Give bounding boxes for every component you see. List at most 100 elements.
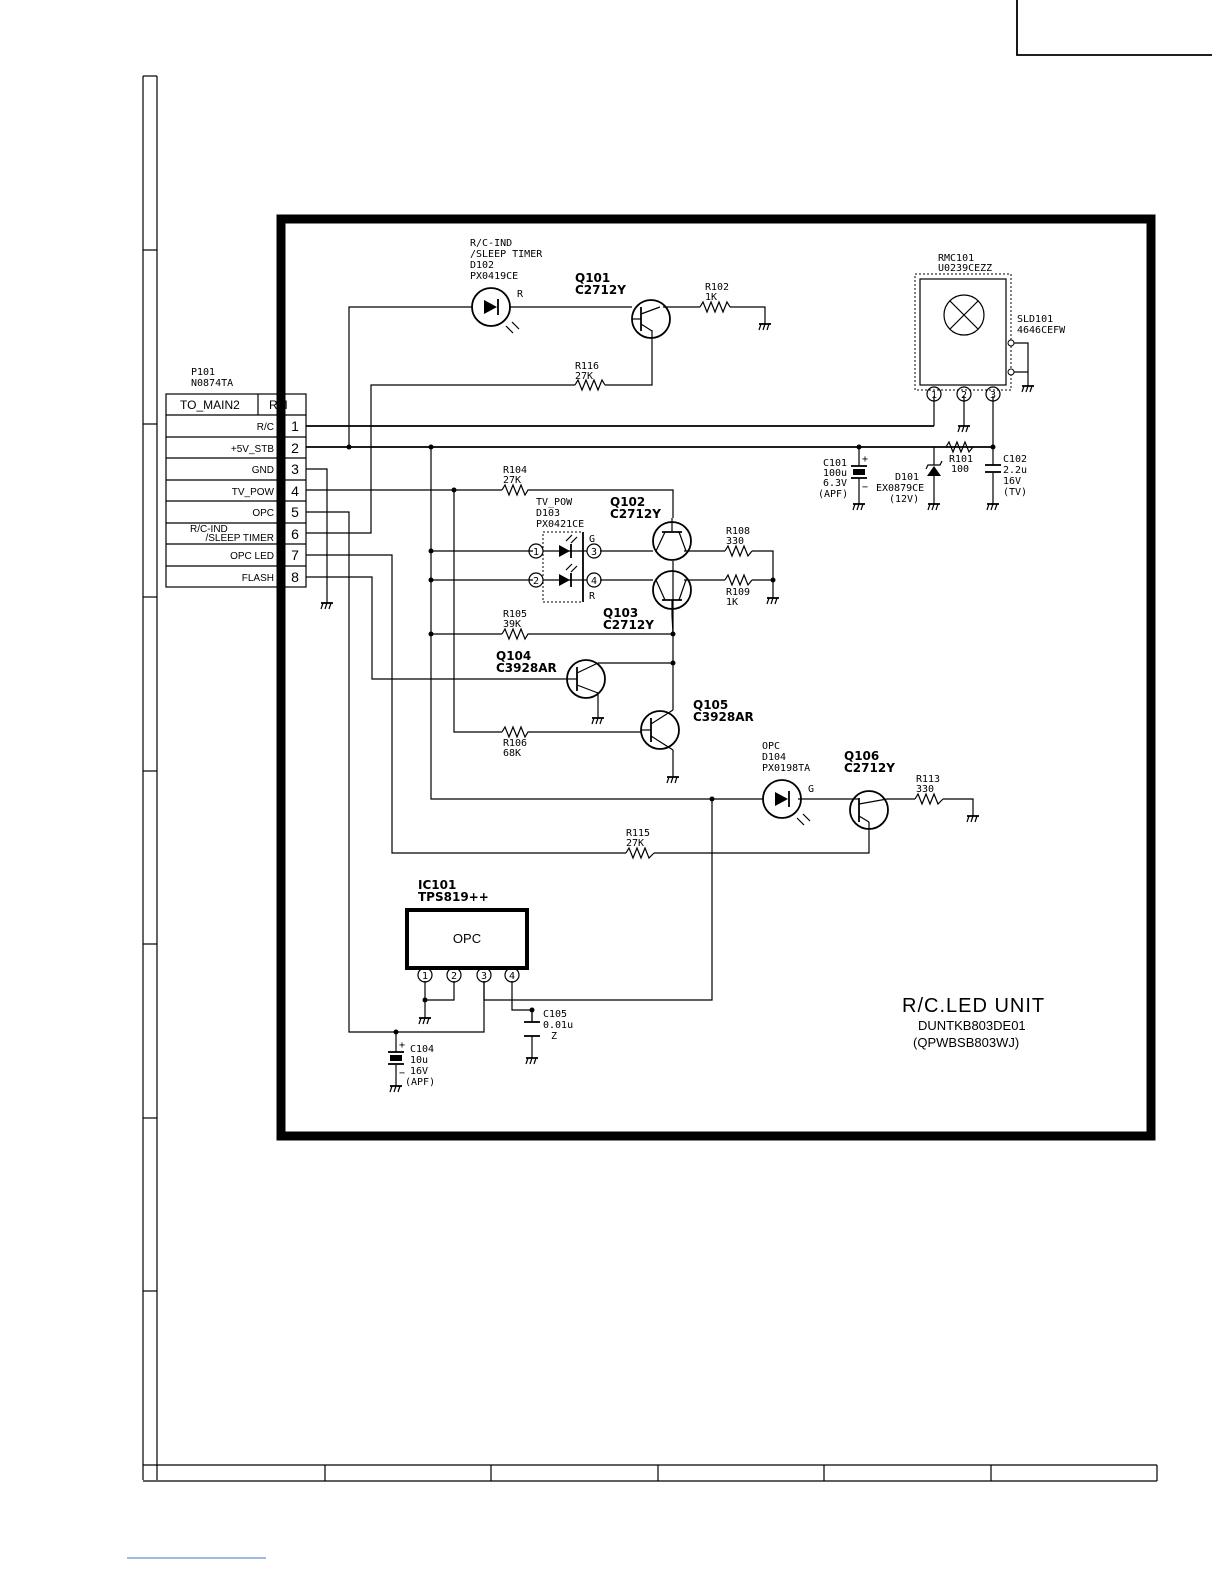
svg-text:Q103: Q103	[603, 606, 638, 620]
svg-text:R: R	[589, 591, 596, 602]
svg-text:Q105: Q105	[693, 698, 728, 712]
svg-text:7: 7	[291, 547, 299, 563]
connector-p101: P101 N0874TA TO_MAIN2 RM R/C 1 +5V_STB 2…	[165, 367, 307, 588]
ic-ic101: OPC 1 2 3 4 IC101 TPS819++	[405, 878, 529, 983]
transistor-q104: Q104 C3928AR	[496, 649, 606, 699]
transistor-q105: Q105 C3928AR	[640, 698, 754, 751]
svg-text:2: 2	[533, 576, 539, 587]
wires	[306, 306, 1029, 1080]
svg-text:R: R	[517, 289, 524, 300]
svg-text:PX0421CE: PX0421CE	[536, 519, 584, 530]
svg-text:R115: R115	[626, 828, 650, 839]
svg-text:IC101: IC101	[418, 878, 456, 892]
svg-text:330: 330	[726, 536, 744, 547]
svg-text:6: 6	[291, 526, 299, 542]
svg-text:39K: 39K	[503, 619, 521, 630]
svg-text:R/C-IND: R/C-IND	[190, 524, 228, 535]
svg-text:Q106: Q106	[844, 749, 879, 763]
capacitor-c104: + − C104 10u 16V (APF)	[388, 1040, 435, 1088]
svg-text:C2712Y: C2712Y	[575, 283, 626, 297]
svg-text:8: 8	[291, 569, 299, 585]
svg-text:4646CEFW: 4646CEFW	[1017, 325, 1066, 336]
svg-text:100u: 100u	[823, 468, 847, 479]
svg-text:2: 2	[291, 440, 299, 456]
svg-text:FLASH: FLASH	[242, 573, 274, 584]
svg-text:+5V_STB: +5V_STB	[231, 444, 274, 455]
svg-text:27K: 27K	[575, 371, 593, 382]
svg-text:1: 1	[931, 390, 937, 401]
svg-text:D103: D103	[536, 508, 560, 519]
svg-text:Q101: Q101	[575, 271, 610, 285]
svg-text:RMC101: RMC101	[938, 253, 974, 264]
svg-text:3: 3	[591, 547, 597, 558]
svg-text:TV_POW: TV_POW	[536, 497, 573, 508]
svg-text:SLD101: SLD101	[1017, 314, 1053, 325]
led-d104: OPC D104 PX0198TA G	[762, 741, 814, 826]
svg-text:R116: R116	[575, 361, 599, 372]
svg-text:1K: 1K	[726, 597, 738, 608]
svg-text:27K: 27K	[503, 475, 521, 486]
svg-text:C3928AR: C3928AR	[693, 710, 754, 724]
svg-text:OPC LED: OPC LED	[230, 551, 274, 562]
svg-text:1K: 1K	[705, 292, 717, 303]
svg-text:(TV): (TV)	[1003, 487, 1027, 498]
svg-text:C102: C102	[1003, 454, 1027, 465]
svg-text:C105: C105	[543, 1009, 567, 1020]
svg-text:16V: 16V	[1003, 476, 1021, 487]
svg-text:/SLEEP TIMER: /SLEEP TIMER	[470, 249, 543, 260]
svg-text:R109: R109	[726, 587, 750, 598]
svg-text:10u: 10u	[410, 1055, 428, 1066]
svg-text:C2712Y: C2712Y	[603, 618, 654, 632]
svg-text:RM: RM	[269, 398, 288, 412]
svg-text:PX0198TA: PX0198TA	[762, 763, 810, 774]
resistors: R102 1K R116 27K R104 27K R108 330 R109 …	[501, 282, 974, 860]
svg-text:GND: GND	[252, 465, 274, 476]
svg-text:R101: R101	[949, 454, 973, 465]
svg-text:+: +	[862, 454, 868, 465]
svg-text:DUNTKB803DE01: DUNTKB803DE01	[918, 1018, 1026, 1033]
svg-text:R/C-IND: R/C-IND	[470, 238, 512, 249]
unit-title: R/C.LED UNIT DUNTKB803DE01 (QPWBSB803WJ)	[902, 995, 1044, 1050]
svg-text:PX0419CE: PX0419CE	[470, 271, 518, 282]
svg-text:+: +	[399, 1040, 405, 1051]
led-d102: R/C-IND /SLEEP TIMER D102 PX0419CE R	[470, 238, 543, 334]
zener-d101: D101 EX0879CE (12V)	[876, 460, 943, 505]
svg-text:2: 2	[451, 971, 457, 982]
svg-text:OPC: OPC	[762, 741, 780, 752]
transistor-q102: Q102 C2712Y	[610, 495, 692, 561]
unit-frame	[276, 214, 1156, 1141]
svg-text:1: 1	[422, 971, 428, 982]
svg-text:1: 1	[533, 547, 539, 558]
svg-text:R106: R106	[503, 738, 527, 749]
svg-text:0.01u: 0.01u	[543, 1020, 573, 1031]
svg-text:Z: Z	[551, 1031, 557, 1042]
svg-text:Q104: Q104	[496, 649, 531, 663]
svg-text:U0239CEZZ: U0239CEZZ	[938, 263, 992, 274]
svg-text:D104: D104	[762, 752, 786, 763]
svg-text:C2712Y: C2712Y	[610, 507, 661, 521]
svg-text:68K: 68K	[503, 748, 521, 759]
svg-text:TV_POW: TV_POW	[232, 487, 275, 498]
svg-text:−: −	[399, 1068, 405, 1079]
capacitor-c101: + − C101 100u 6.3V (APF)	[818, 454, 868, 500]
svg-text:R108: R108	[726, 526, 750, 537]
page-border	[127, 0, 1212, 1559]
capacitor-c102: C102 2.2u 16V (TV)	[985, 454, 1027, 498]
led-d103: 1 2 3 4 G R TV_POW D103 PX0421CE	[528, 497, 602, 603]
svg-text:C101: C101	[823, 458, 847, 469]
svg-text:330: 330	[916, 784, 934, 795]
junctions	[346, 444, 996, 1035]
svg-text:C104: C104	[410, 1044, 434, 1055]
svg-text:3: 3	[291, 461, 299, 477]
svg-text:3: 3	[481, 971, 487, 982]
svg-text:4: 4	[291, 483, 299, 499]
transistor-q106: Q106 C2712Y	[844, 749, 895, 830]
svg-text:D102: D102	[470, 260, 494, 271]
svg-text:D101: D101	[895, 472, 919, 483]
svg-text:TO_MAIN2: TO_MAIN2	[180, 398, 240, 412]
svg-text:R105: R105	[503, 609, 527, 620]
svg-text:(12V): (12V)	[889, 494, 919, 505]
svg-text:R113: R113	[916, 774, 940, 785]
transistor-q103: Q103 C2712Y	[603, 570, 692, 635]
